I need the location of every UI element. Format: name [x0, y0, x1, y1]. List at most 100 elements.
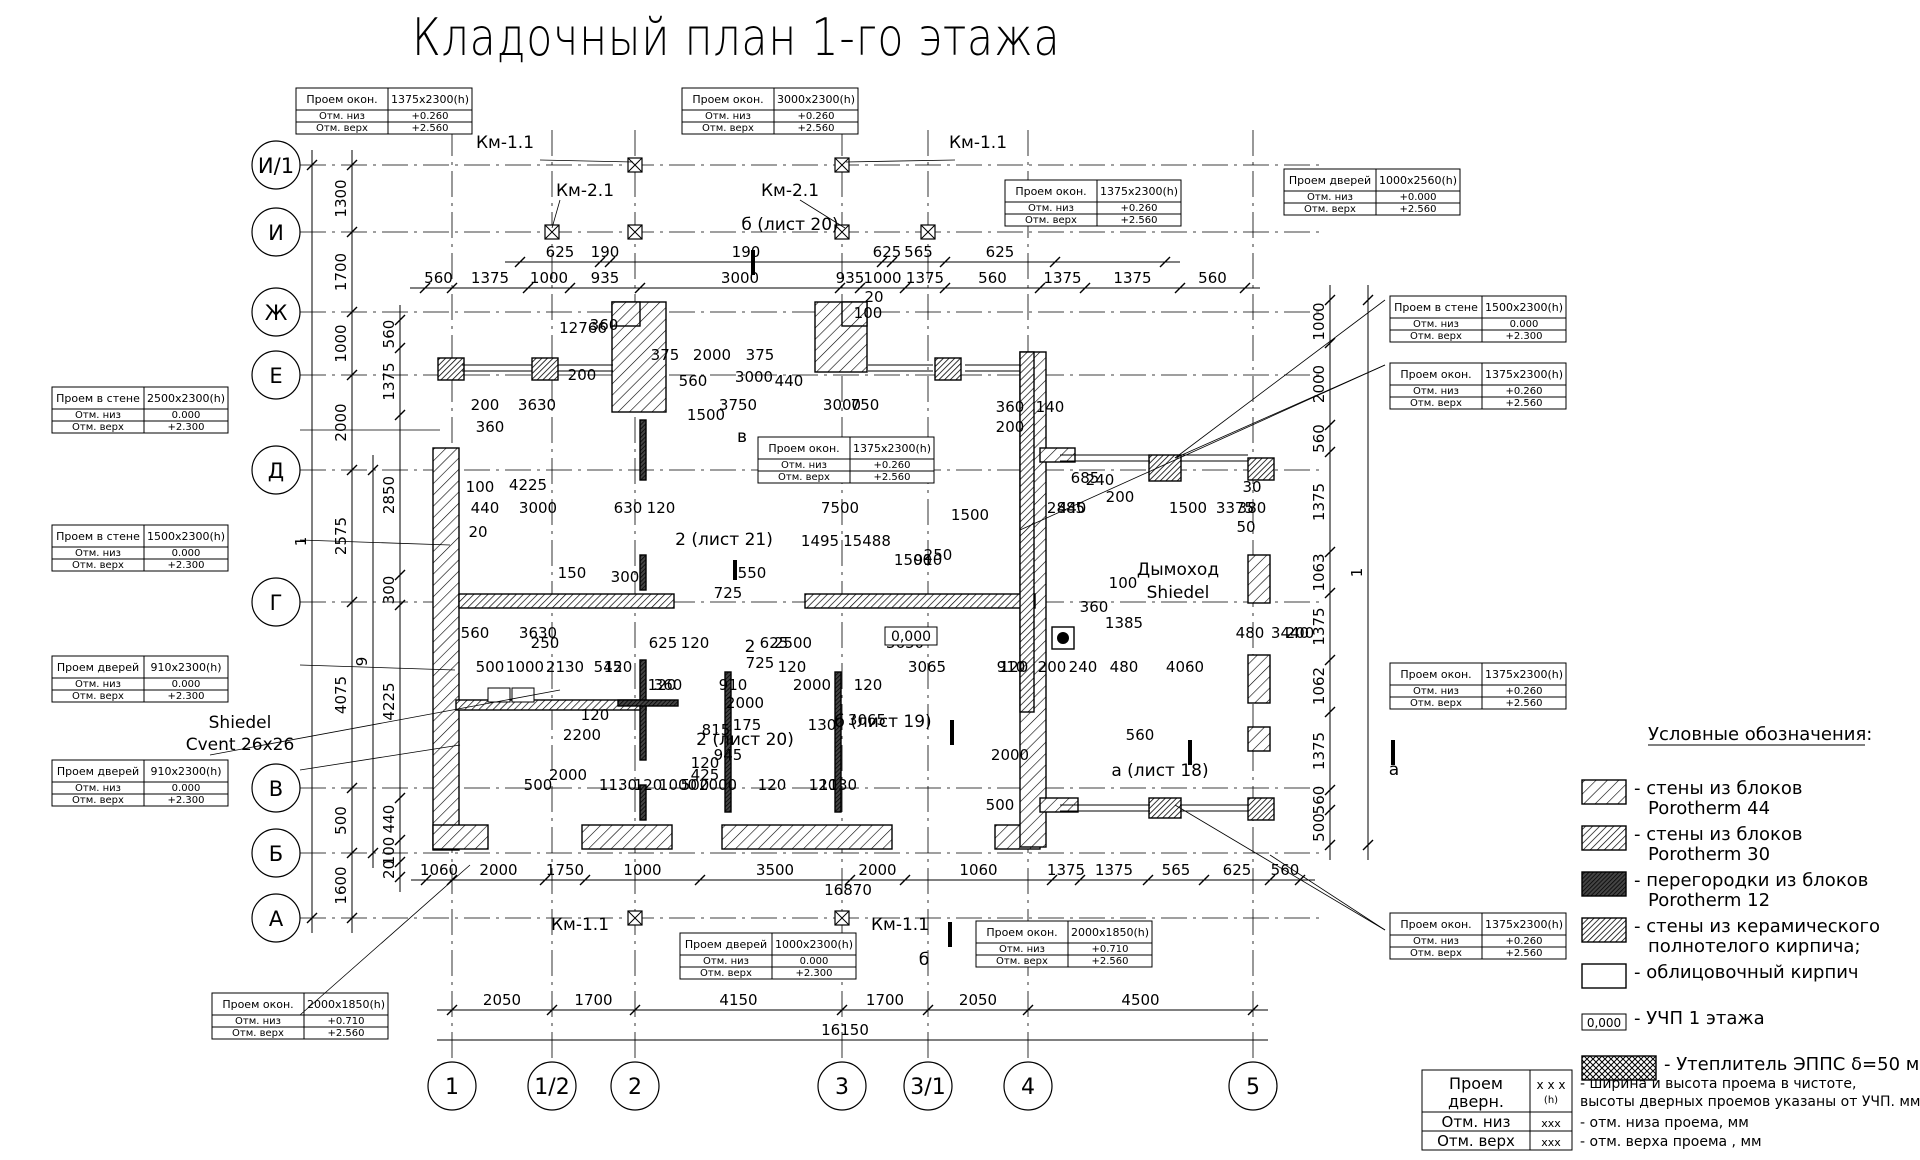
dim-interior: 945	[714, 746, 743, 764]
dim-interior: 2200	[563, 726, 601, 744]
legend-swatch	[1581, 917, 1627, 943]
dim-value: 935	[836, 269, 865, 287]
opening-bottom-label: Отм. низ	[1028, 203, 1074, 214]
dim-value: 625	[546, 243, 575, 261]
dim-value: 1375	[906, 269, 944, 287]
key-note: - ширина и высота проема в чистоте,	[1580, 1076, 1856, 1092]
dim-value: 1375	[1310, 607, 1328, 645]
bay-cap-r	[841, 301, 868, 327]
legend-level-value: 0,000	[1587, 1016, 1621, 1030]
key-note: - отм. верха проема , мм	[1580, 1134, 1762, 1150]
dim-interior: 120	[681, 634, 710, 652]
annotation: Shiedel	[209, 713, 272, 733]
opening-top-label: Отм. верх	[316, 123, 368, 134]
dim-tick	[1247, 1004, 1259, 1016]
annotation: Км-1.1	[551, 915, 609, 935]
dim-tick	[1324, 446, 1336, 458]
annotation: б (лист 19)	[834, 712, 931, 732]
dim-interior: 120	[854, 676, 883, 694]
axis-bubble	[251, 828, 301, 878]
leader-line	[539, 159, 634, 163]
dim-value: 935	[591, 269, 620, 287]
opening-size: 1375х2300(h)	[1485, 918, 1563, 931]
opening-top-label: Отм. верх	[996, 956, 1048, 967]
annotation: Дымоход	[1137, 560, 1219, 580]
dim-value: 625	[986, 243, 1015, 261]
dim-interior: 360	[1080, 598, 1109, 616]
legend-item-line1: - облицовочный кирпич	[1634, 962, 1859, 983]
dim-value: 500	[332, 806, 350, 835]
dim-inner-total: 16870	[824, 881, 872, 899]
dim-tick	[1324, 839, 1336, 851]
opening-bottom-label: Отм. низ	[1413, 936, 1459, 947]
axis-label: Г	[270, 591, 283, 615]
page-title: Кладочный план 1-го этажа	[412, 8, 1061, 68]
axis-label: 3/1	[910, 1075, 945, 1100]
legend-swatch	[1581, 779, 1627, 805]
opening-bottom: +0.260	[873, 460, 910, 471]
dim-interior: 250	[531, 634, 560, 652]
dim-interior: 120	[809, 776, 838, 794]
dim-value: 1000	[863, 269, 901, 287]
opening-table-frame	[51, 759, 229, 807]
dim-tick	[564, 282, 576, 294]
opening-table-frame	[1389, 295, 1567, 343]
legend-item-line1: - стены из керамического	[1634, 916, 1880, 937]
opening-size: 2500х2300(h)	[147, 392, 225, 405]
dim-interior: 625	[760, 634, 789, 652]
opening-type: Проем окон.	[1015, 185, 1086, 198]
brick-pier-east	[1148, 454, 1182, 482]
partition-7	[617, 699, 679, 707]
dim-value: 560	[1198, 269, 1227, 287]
leader-line	[299, 864, 471, 1016]
axis-bubble	[1003, 1061, 1053, 1111]
legend-swatch	[1581, 871, 1627, 897]
dim-tick	[306, 912, 318, 924]
opening-table-frame	[295, 87, 473, 135]
dim-tick	[394, 856, 406, 868]
dim-tick	[844, 874, 856, 886]
level-value: 0,000	[891, 629, 931, 645]
opening-type: Проем окон.	[1400, 368, 1471, 381]
dim-interior: 120	[647, 499, 676, 517]
opening-type: Проем дверей	[57, 765, 139, 778]
opening-table: Проем окон.3000х2300(h)Отм. низ+0.260Отм…	[681, 87, 859, 135]
dim-interior: 250	[924, 546, 953, 564]
dim-interior: 3440	[1271, 624, 1309, 642]
dim-interior: 1500	[894, 551, 932, 569]
opening-bottom: +0.000	[1399, 192, 1436, 203]
dim-value: 560	[1310, 424, 1328, 453]
axis-label: Ж	[265, 301, 288, 325]
annotation: б	[919, 950, 929, 970]
dim-interior: 500	[524, 776, 553, 794]
axis-bubble	[1228, 1061, 1278, 1111]
key-xxx: x x x	[1537, 1078, 1566, 1092]
dim-interior: 200	[996, 418, 1025, 436]
dim-interior: 3375	[1216, 499, 1254, 517]
opening-bottom: 0.000	[172, 410, 201, 421]
dim-interior: 100	[466, 478, 495, 496]
dim-interior: 240	[1086, 471, 1115, 489]
outer-wall-sw	[432, 824, 489, 850]
column-km-cross	[834, 157, 850, 173]
legend-item-line1: - стены из блоков	[1634, 824, 1802, 845]
dim-value: 1750	[546, 861, 584, 879]
axis-bubble	[251, 577, 301, 627]
dim-interior: 1000	[659, 776, 697, 794]
opening-top-label: Отм. верх	[72, 560, 124, 571]
opening-top: +2.300	[167, 422, 204, 433]
axis-bubble	[251, 763, 301, 813]
dim-interior: 550	[738, 564, 767, 582]
key-head: Проем	[1449, 1074, 1503, 1093]
opening-top-label: Отм. верх	[700, 968, 752, 979]
dim-value: 560	[978, 269, 1007, 287]
leader-line	[845, 159, 956, 163]
dim-tick	[394, 871, 406, 883]
partition-2	[639, 554, 647, 591]
opening-bottom: +0.260	[797, 111, 834, 122]
dim-tick	[1362, 294, 1374, 306]
dim-interior: 685	[1071, 469, 1100, 487]
